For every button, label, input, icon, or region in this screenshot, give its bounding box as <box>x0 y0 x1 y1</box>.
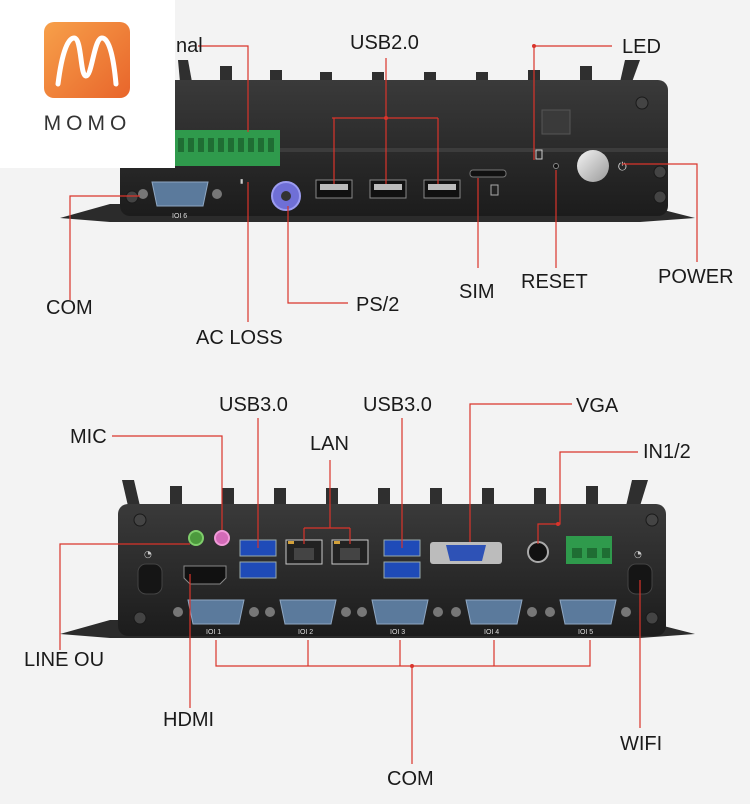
label-usb30-right: USB3.0 <box>363 394 432 416</box>
brand-badge <box>541 109 571 135</box>
screw <box>635 96 649 110</box>
top-heatsink-fins <box>178 60 640 82</box>
logo-text: MOMO <box>43 112 132 135</box>
hdmi-port <box>183 565 227 585</box>
label-com-bottom: COM <box>387 768 434 790</box>
bottom-com-ports: IOI 1 IOI 2 IOI 3 IOI 4 IOI 5 <box>173 599 631 636</box>
label-lan: LAN <box>310 433 349 455</box>
label-sim: SIM <box>459 281 495 303</box>
leader-power <box>622 163 698 262</box>
label-reset: RESET <box>521 271 588 293</box>
label-usb30-left: USB3.0 <box>219 394 288 416</box>
ac-loss-switch: ▮ <box>240 179 243 185</box>
leader-com-top <box>69 195 140 300</box>
com-port-tag: IOI 2 <box>298 629 313 636</box>
logo-mark <box>44 22 130 98</box>
vga-port <box>430 542 502 564</box>
dc-jack <box>527 541 549 563</box>
screw <box>653 165 667 179</box>
in12-terminal <box>566 536 612 564</box>
sim-slot <box>469 169 507 178</box>
svg-text:◔: ◔ <box>634 550 642 560</box>
leader-dots <box>384 44 560 668</box>
svg-text:◔: ◔ <box>144 550 152 560</box>
label-mic: MIC <box>70 426 107 448</box>
com-port-tag: IOI 1 <box>206 629 221 636</box>
leader-lines <box>59 45 698 764</box>
com-port: IOI 1 <box>173 599 259 636</box>
terminal-block <box>172 130 280 166</box>
com-port: IOI 2 <box>265 599 351 636</box>
reset-button <box>553 163 559 169</box>
label-wifi: WIFI <box>620 733 663 755</box>
com-port-tag: IOI 4 <box>484 629 499 636</box>
usb20-ports <box>315 179 461 199</box>
com-port-tag: IOI 5 <box>578 629 593 636</box>
label-hdmi: HDMI <box>163 709 215 731</box>
top-device: IOI 6 ▮ ⏻ <box>60 60 695 222</box>
screw <box>125 190 139 204</box>
label-usb20: USB2.0 <box>350 32 419 54</box>
com-port: IOI 5 <box>545 599 631 636</box>
wifi-antenna-left <box>137 563 163 595</box>
com-port-tag: IOI 3 <box>390 629 405 636</box>
leader-mic <box>112 435 223 530</box>
com-port: IOI 3 <box>357 599 443 636</box>
label-in12: IN1/2 <box>643 441 691 463</box>
label-ps2: PS/2 <box>356 294 400 316</box>
leader-line-out <box>59 543 190 650</box>
mic-jack <box>214 530 230 546</box>
label-vga: VGA <box>576 395 619 417</box>
label-line-out: LINE OU <box>24 649 105 671</box>
label-com-top: COM <box>46 297 93 319</box>
leader-terminal <box>198 45 249 132</box>
leader-vga <box>469 403 572 542</box>
screw <box>653 190 667 204</box>
leader-ps2 <box>287 206 348 304</box>
led-indicator <box>535 149 543 160</box>
label-led: LED <box>622 36 661 58</box>
bottom-heatsink-fins <box>122 480 648 506</box>
label-terminal-cut: nal <box>176 35 203 57</box>
label-power: POWER <box>658 266 734 288</box>
brand-logo: MOMO <box>0 0 175 168</box>
power-button <box>577 150 609 182</box>
com-port: IOI 4 <box>451 599 537 636</box>
svg-text:⏻: ⏻ <box>618 160 627 173</box>
line-out-jack <box>188 530 204 546</box>
leader-com-bottom <box>215 640 591 667</box>
port-tag-ioi6: IOI 6 <box>172 213 187 220</box>
label-ac-loss: AC LOSS <box>196 327 283 349</box>
com-port-6 <box>138 181 222 207</box>
